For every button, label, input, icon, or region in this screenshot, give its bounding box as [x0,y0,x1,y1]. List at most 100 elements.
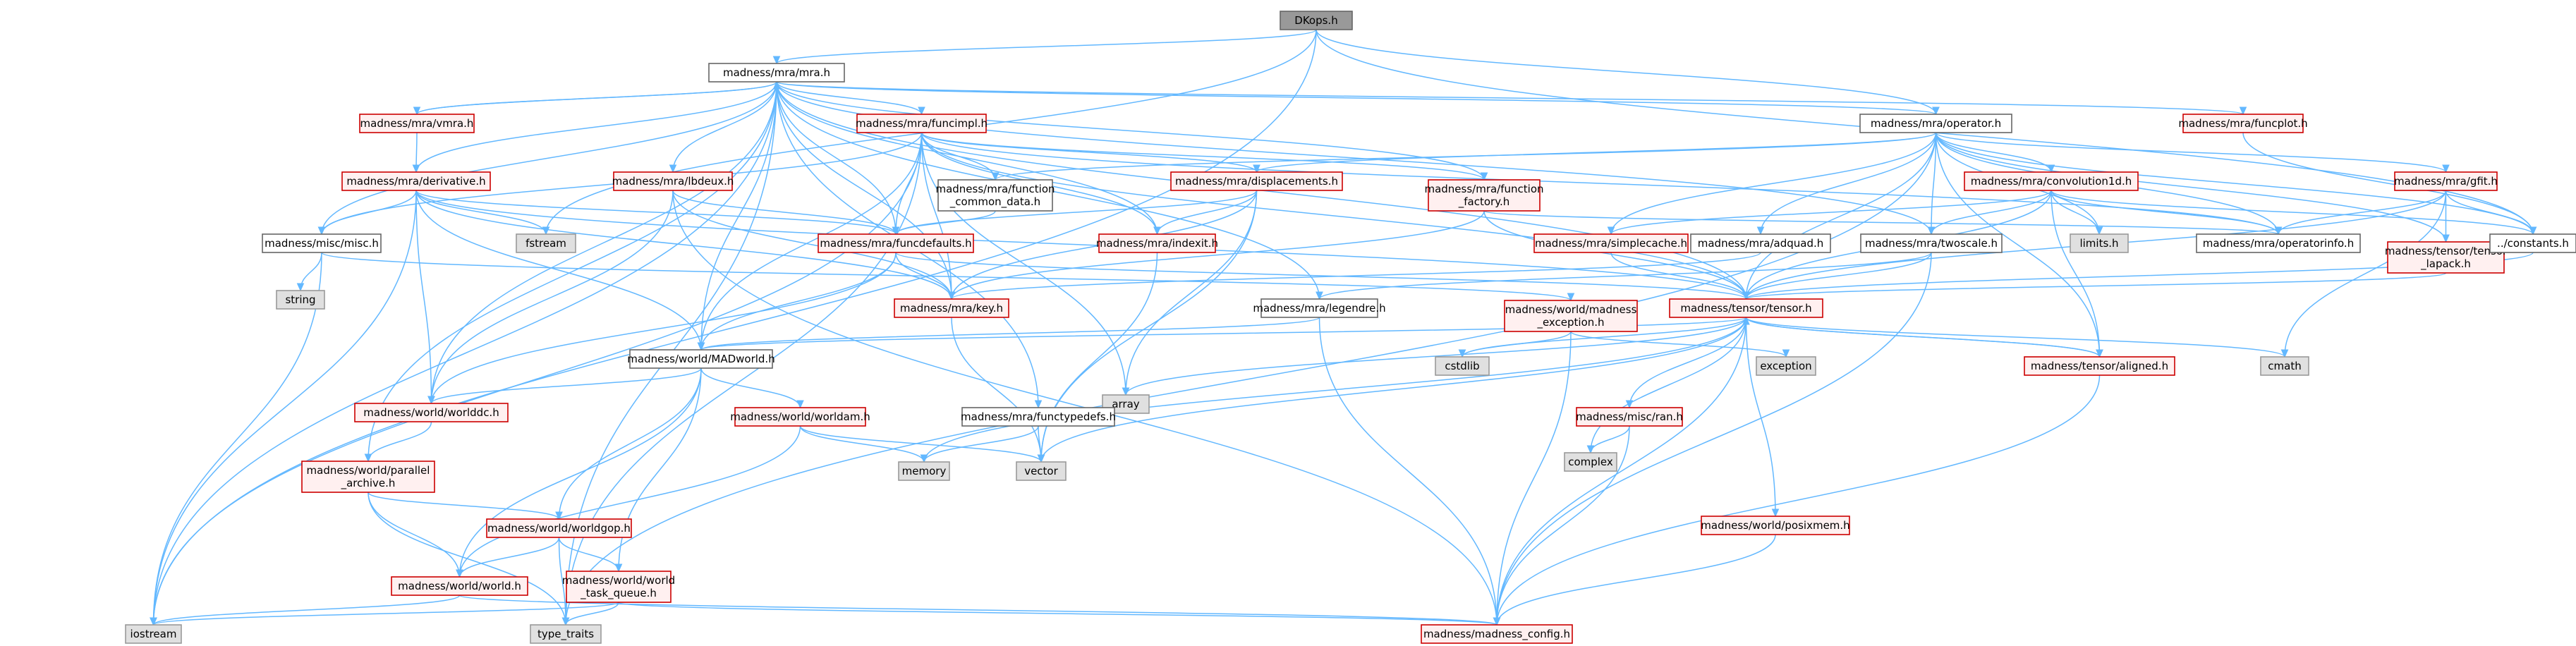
node-twoscale[interactable]: madness/mra/twoscale.h [1860,233,2003,253]
node-box [937,179,1053,212]
node-label: madness/mra/convolution1d.h [1971,175,2132,188]
node-lbdeux[interactable]: madness/mra/lbdeux.h [612,171,734,191]
include-edge [1122,317,1747,396]
node-label: madness/world/MADworld.h [627,353,774,365]
node-parchive[interactable]: madness/world/parallel_archive.h [301,461,435,493]
include-edge [2445,190,2537,236]
node-iostream: iostream [125,624,182,644]
include-edge [772,29,1317,65]
include-edge [1253,132,1937,173]
node-adquad[interactable]: madness/mra/adquad.h [1690,233,1831,253]
node-cmath: cmath [2260,356,2309,376]
node-box [2024,356,2175,376]
node-label: madness/mra/vmra.h [360,117,474,130]
node-box [894,298,1009,318]
node-world[interactable]: madness/world/world.h [391,576,528,596]
arrowhead-icon [1122,387,1130,396]
node-aligned[interactable]: madness/tensor/aligned.h [2024,356,2175,376]
node-operatorinfo[interactable]: madness/mra/operatorinfo.h [2196,233,2361,253]
node-simplecache[interactable]: madness/mra/simplecache.h [1533,233,1689,253]
node-label: madness/mra/derivative.h [346,175,485,188]
node-label: madness/world/posixmem.h [1701,519,1849,532]
node-label: _task_queue.h [580,587,657,600]
node-label: iostream [130,628,177,640]
node-box [262,233,382,253]
include-edge [776,81,2247,116]
node-displacements[interactable]: madness/mra/displacements.h [1170,171,1343,191]
include-edge [296,252,322,292]
node-operator[interactable]: madness/mra/operator.h [1859,114,2012,133]
node-worlddc[interactable]: madness/world/worlddc.h [354,403,509,422]
include-edge [321,252,1575,302]
arrowhead-icon [1771,508,1780,518]
include-edge [1153,190,1258,236]
arrowhead-icon [697,342,705,351]
node-worldam[interactable]: madness/world/worldam.h [730,407,870,427]
node-worldgop[interactable]: madness/world/worldgop.h [486,518,632,538]
node-funcdefaults[interactable]: madness/mra/funcdefaults.h [818,233,974,253]
include-edge [669,81,777,173]
node-label: _archive.h [341,477,396,490]
node-wtq[interactable]: madness/world/world_task_queue.h [562,571,675,603]
node-label: DKops.h [1294,14,1337,27]
node-mra[interactable]: madness/mra/mra.h [708,63,845,83]
include-edge [892,190,1258,236]
node-label: madness/tensor/tensor.h [1680,302,1811,315]
node-box [1964,171,2139,191]
node-box [1756,356,1816,376]
node-funcplot[interactable]: madness/mra/funcplot.h [2178,114,2308,133]
arrowhead-icon [364,453,372,463]
node-dkops[interactable]: DKops.h [1280,11,1353,30]
arrowhead-icon [542,226,550,236]
node-madworld[interactable]: madness/world/MADworld.h [627,349,775,369]
include-edge [1756,132,1937,236]
node-functypedefs[interactable]: madness/mra/functypedefs.h [961,407,1116,427]
node-ffactory[interactable]: madness/mra/function_factory.h [1424,179,1544,212]
node-fcommon[interactable]: madness/mra/function_common_data.h [935,179,1055,212]
node-label: _common_data.h [949,195,1040,209]
node-gfit[interactable]: madness/mra/gfit.h [2394,171,2498,191]
node-tlapack[interactable]: madness/tensor/tensor_lapack.h [2385,241,2508,274]
arrowhead-icon [427,396,435,405]
node-box [486,518,632,538]
node-tensor[interactable]: madness/tensor/tensor.h [1669,298,1823,318]
node-label: madness/world/world.h [398,580,521,592]
arrowhead-icon [2096,349,2103,358]
arrowhead-icon [1927,226,1936,236]
node-label: madness/mra/displacements.h [1175,175,1338,188]
include-edge [558,537,623,573]
node-box [2489,233,2576,253]
node-conv1d[interactable]: madness/mra/convolution1d.h [1964,171,2139,191]
node-ran[interactable]: madness/misc/ran.h [1576,407,1683,427]
node-box [1098,233,1216,253]
node-box [516,233,576,253]
include-edge [776,81,1940,116]
node-label: type_traits [537,628,594,641]
node-label: madness/misc/misc.h [265,237,379,250]
node-miscmisc[interactable]: madness/misc/misc.h [262,233,382,253]
node-vmra[interactable]: madness/mra/vmra.h [359,114,475,133]
arrowhead-icon [317,226,326,236]
arrowhead-icon [561,617,570,626]
node-vector: vector [1016,461,1067,481]
node-funcimpl[interactable]: madness/mra/funcimpl.h [856,114,988,133]
node-indexit[interactable]: madness/mra/indexit.h [1096,233,1218,253]
node-limits: limits.h [2070,233,2129,253]
node-derivative[interactable]: madness/mra/derivative.h [341,171,491,191]
node-label: array [1112,398,1139,410]
node-box [1435,356,1490,376]
node-mexc[interactable]: madness/world/madness_exception.h [1504,300,1638,332]
node-box [530,624,602,644]
node-box [961,407,1115,427]
node-mconfig[interactable]: madness/madness_config.h [1421,624,1573,644]
include-edge [415,190,435,405]
node-box [1859,114,2012,133]
node-box [708,63,845,83]
node-posixmem[interactable]: madness/world/posixmem.h [1701,516,1850,535]
node-box [301,461,435,493]
node-box [1260,298,1378,318]
node-legendre[interactable]: madness/mra/legendre.h [1253,298,1386,318]
node-constants[interactable]: ../constants.h [2489,233,2576,253]
node-key[interactable]: madness/mra/key.h [894,298,1009,318]
include-edge [1586,425,1630,454]
